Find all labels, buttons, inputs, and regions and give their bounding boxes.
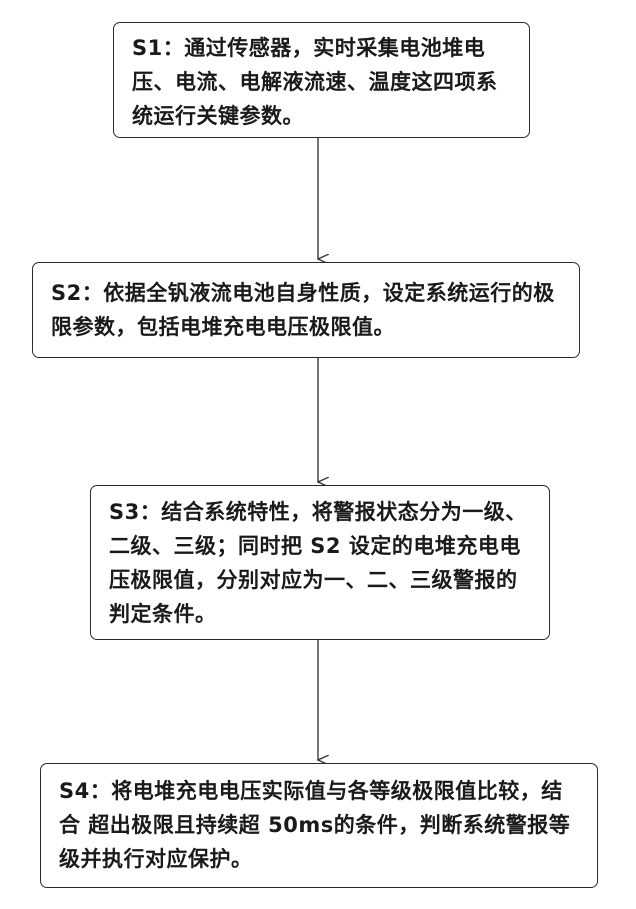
step-s2-box: S2：依据全钒液流电池自身性质，设定系统运行的极限参数，包括电堆充电电压极限值。 (32, 262, 580, 358)
step-s1-text: S1：通过传感器，实时采集电池堆电压、电流、电解液流速、温度这四项系统运行关键参… (132, 36, 498, 128)
step-s4-text: S4：将电堆充电电压实际值与各等级极限值比较，结合 超出极限且持续超 50ms的… (59, 779, 570, 871)
step-s3-text: S3：结合系统特性，将警报状态分为一级、二级、三级；同时把 S2 设定的电堆充电… (109, 500, 527, 626)
step-s4-box: S4：将电堆充电电压实际值与各等级极限值比较，结合 超出极限且持续超 50ms的… (40, 763, 598, 888)
step-s1-box: S1：通过传感器，实时采集电池堆电压、电流、电解液流速、温度这四项系统运行关键参… (113, 22, 530, 138)
step-s2-text: S2：依据全钒液流电池自身性质，设定系统运行的极限参数，包括电堆充电电压极限值。 (51, 281, 555, 339)
step-s3-box: S3：结合系统特性，将警报状态分为一级、二级、三级；同时把 S2 设定的电堆充电… (90, 485, 550, 640)
